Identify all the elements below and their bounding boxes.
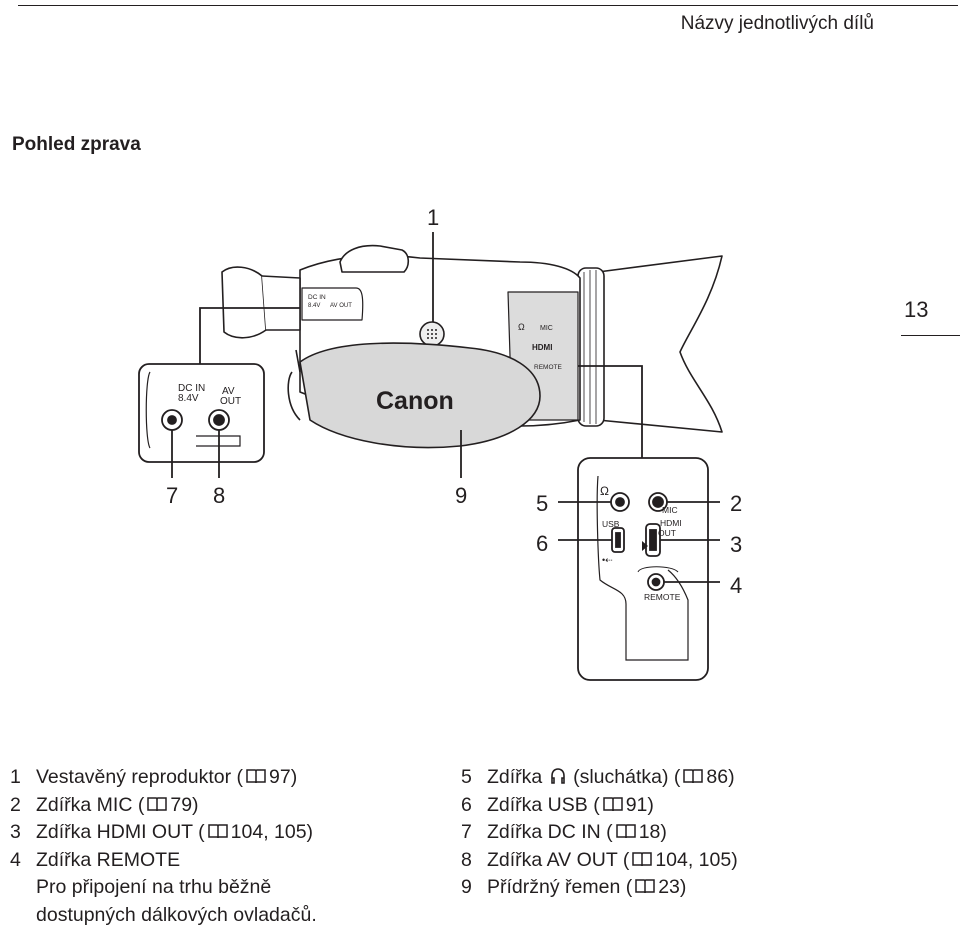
svg-text:Ω: Ω xyxy=(518,322,525,332)
svg-text:USB: USB xyxy=(602,519,620,529)
svg-text:HDMI: HDMI xyxy=(532,343,552,352)
callout-8: 8 xyxy=(213,483,225,508)
book-icon xyxy=(615,823,637,839)
callout-2: 2 xyxy=(730,491,742,516)
callout-4: 4 xyxy=(730,573,742,598)
camcorder-figure: Ω MIC HDMI REMOTE DC IN 8.4V AV OUT Cano… xyxy=(0,0,960,720)
book-icon xyxy=(634,878,656,894)
legend-item-4-description: Pro připojení na trhu běžně xyxy=(10,874,317,902)
book-icon xyxy=(146,796,168,812)
top-handle xyxy=(340,246,408,272)
svg-text:Ω: Ω xyxy=(600,484,609,498)
legend-item-4-description-cont: dostupných dálkových ovladačů. xyxy=(10,902,317,929)
viewfinder-eyecup xyxy=(222,267,266,338)
book-icon xyxy=(207,823,229,839)
callout-6: 6 xyxy=(536,531,548,556)
svg-text:MIC: MIC xyxy=(662,505,678,515)
book-icon xyxy=(602,796,624,812)
inset-rear-jacks xyxy=(139,364,264,462)
svg-text:REMOTE: REMOTE xyxy=(644,592,681,602)
book-icon xyxy=(631,851,653,867)
svg-text:MIC: MIC xyxy=(540,325,553,332)
svg-text:DC IN: DC IN xyxy=(308,294,326,301)
svg-text:•⇠: •⇠ xyxy=(602,555,613,565)
book-icon xyxy=(245,768,267,784)
callout-5: 5 xyxy=(536,491,548,516)
svg-text:8.4V: 8.4V xyxy=(178,393,199,404)
svg-text:OUT: OUT xyxy=(220,396,241,407)
callout-7: 7 xyxy=(166,483,178,508)
inset-rear-terminals xyxy=(578,458,708,680)
headphones-icon xyxy=(550,767,566,785)
lens-hood xyxy=(598,256,722,432)
focus-ring xyxy=(578,268,604,426)
brand-logo: Canon xyxy=(376,387,454,415)
book-icon xyxy=(682,768,704,784)
callout-3: 3 xyxy=(730,532,742,557)
svg-text:HDMI: HDMI xyxy=(660,518,682,528)
camcorder-illustration: Ω MIC HDMI REMOTE DC IN 8.4V AV OUT Cano… xyxy=(0,0,960,720)
svg-text:AV OUT: AV OUT xyxy=(330,303,352,309)
callout-1: 1 xyxy=(427,205,439,230)
callout-9: 9 xyxy=(455,483,467,508)
svg-text:OUT: OUT xyxy=(658,528,676,538)
svg-text:REMOTE: REMOTE xyxy=(534,364,562,371)
svg-text:8.4V: 8.4V xyxy=(308,303,320,309)
